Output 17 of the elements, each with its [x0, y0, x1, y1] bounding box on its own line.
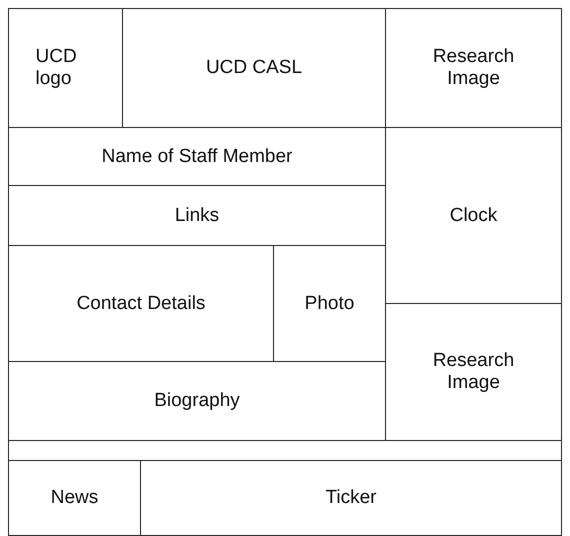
panel-label: Contact Details — [76, 292, 206, 314]
layout-region — [8, 8, 123, 128]
panel-label: Research Image — [432, 350, 516, 394]
panel-label: UCD logo — [36, 46, 78, 90]
panel-label: Biography — [154, 390, 240, 412]
layout-region — [140, 460, 562, 536]
panel-label: Clock — [450, 204, 498, 226]
panel-label: Links — [174, 204, 220, 226]
layout-region — [385, 8, 562, 128]
panel-label: Name of Staff Member — [102, 146, 292, 168]
layout-region — [8, 440, 562, 461]
panel-label: News — [50, 487, 98, 509]
layout-region — [8, 460, 141, 536]
panel-label: Ticker — [325, 487, 377, 509]
panel-label: Photo — [304, 292, 354, 314]
panel-label: UCD CASL — [206, 57, 302, 79]
panel-label: Research Image — [432, 46, 516, 90]
